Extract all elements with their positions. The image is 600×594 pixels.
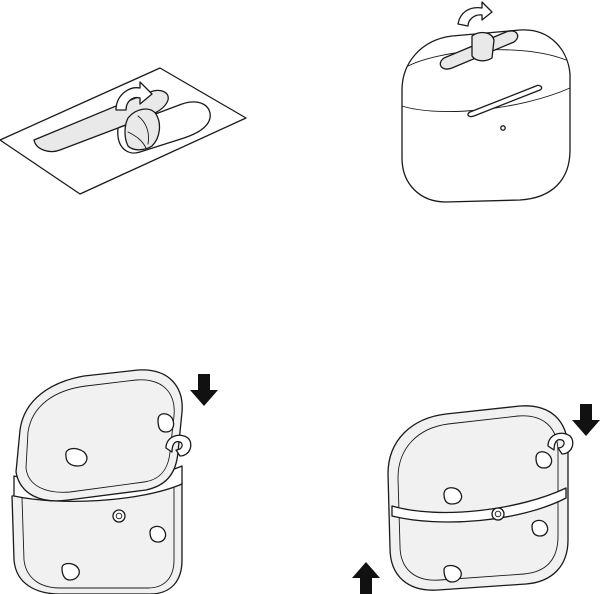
- step-3-cover-top: [11, 369, 218, 594]
- case-led-icon: [500, 125, 506, 131]
- peel-arrow-icon: [457, 1, 493, 27]
- cover-pad: [149, 525, 167, 543]
- cover-hole: [112, 509, 126, 523]
- cover-pad: [443, 564, 462, 583]
- case-band: [391, 487, 567, 523]
- arrow-up-icon: [352, 562, 380, 594]
- case-film-tab: [471, 31, 495, 62]
- cover-top-half: [15, 369, 183, 502]
- cover-hook-loop: [165, 434, 192, 457]
- film-peeled-tab: [124, 108, 161, 151]
- cover-pad: [61, 562, 80, 581]
- cover-hole: [491, 507, 505, 521]
- airpods-case-body: [401, 29, 571, 203]
- cover-bottom-half: [11, 481, 183, 594]
- cover-pad: [157, 413, 175, 433]
- step-2-case-peel: [401, 1, 571, 203]
- step-1-film-sheet: [0, 67, 247, 195]
- arrow-down-icon: [572, 404, 600, 436]
- cover-pad: [531, 519, 549, 537]
- cover-pad: [65, 447, 88, 467]
- peel-arrow-icon: [115, 81, 153, 111]
- arrow-down-icon: [190, 374, 218, 406]
- cover-hook-loop: [547, 432, 574, 455]
- case-front-slot: [467, 84, 543, 118]
- cover-pad: [535, 451, 553, 469]
- cover-pad: [443, 487, 463, 505]
- step-4-cover-bottom: [352, 404, 600, 594]
